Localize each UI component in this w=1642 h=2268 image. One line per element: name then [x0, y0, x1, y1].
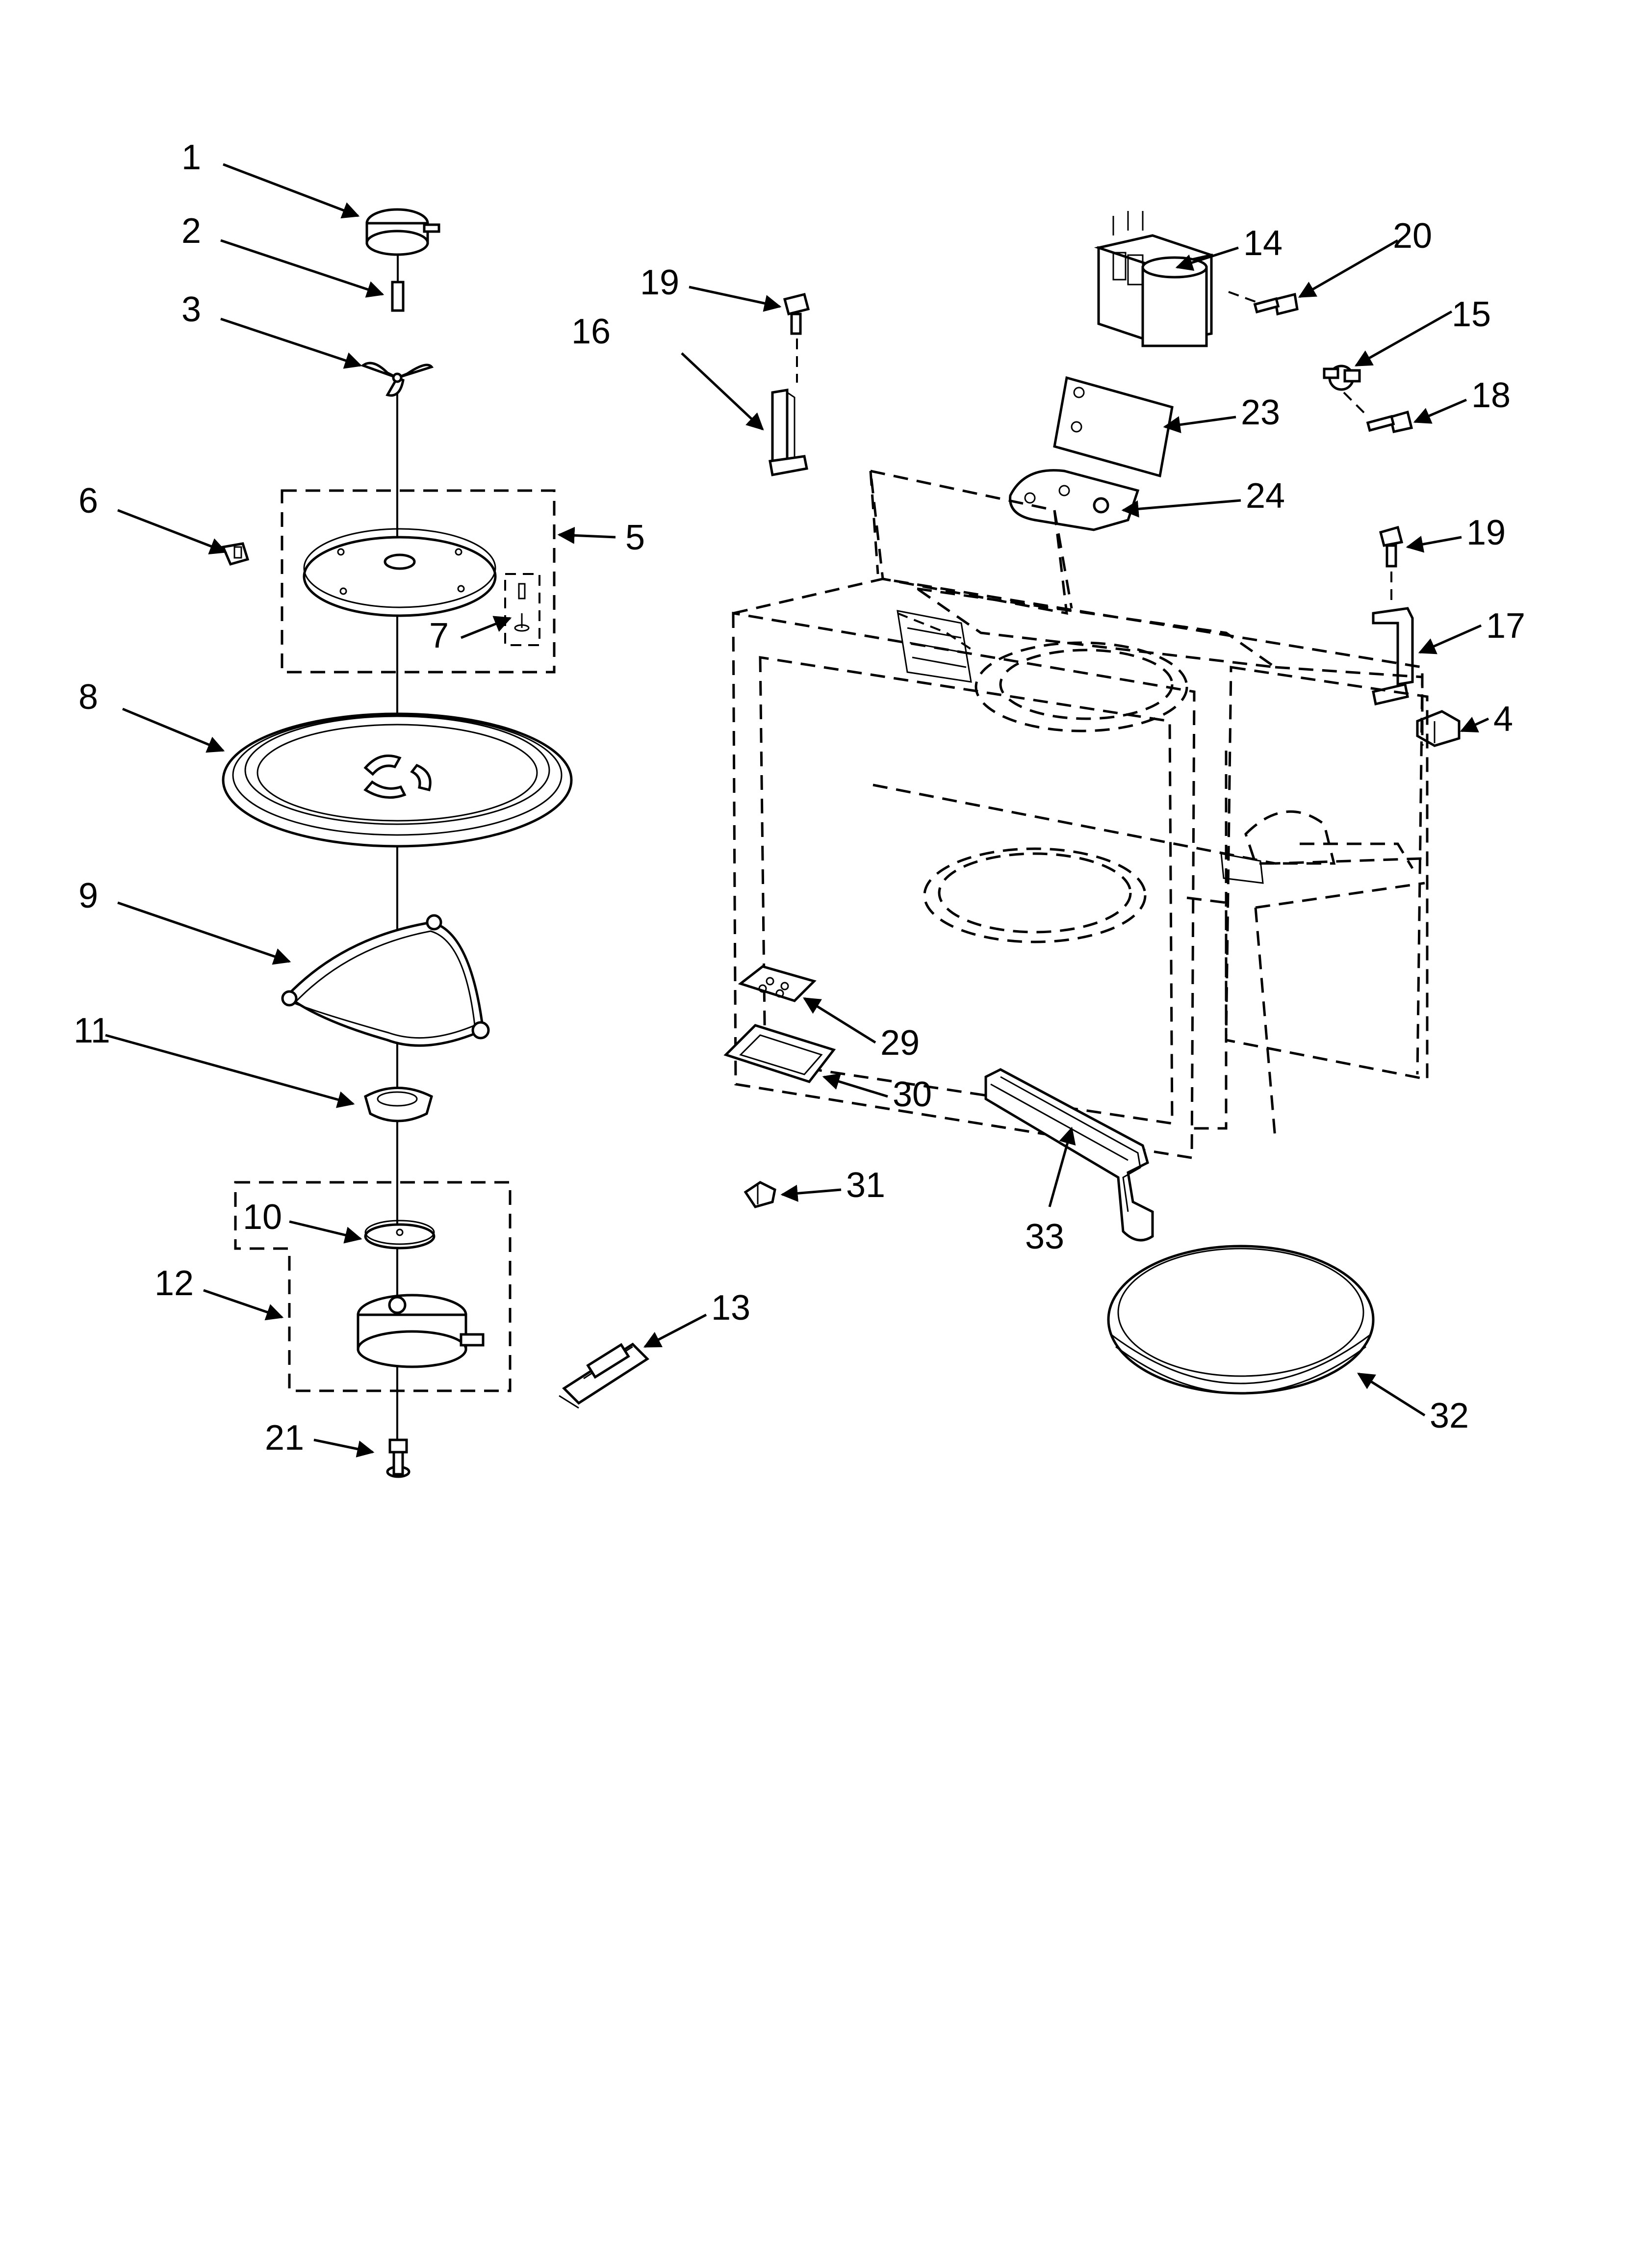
- callout-5: 5: [625, 518, 645, 557]
- part-10-washer: [364, 1220, 436, 1250]
- callout-9: 9: [78, 876, 98, 915]
- callout-20: 20: [1393, 216, 1432, 256]
- part-2-coupler: [391, 255, 405, 312]
- callout-labels: 1 2 3 4 5 6 7 8 9 10 11 12 13 14 15 16 1…: [74, 138, 1525, 1458]
- callout-4: 4: [1493, 700, 1513, 739]
- callout-1: 1: [181, 138, 201, 177]
- part-19-screw-right: [1379, 525, 1404, 568]
- group-5-box: [281, 489, 556, 674]
- callout-31: 31: [846, 1166, 885, 1205]
- group-7-box: [504, 573, 540, 646]
- part-30-filter: [723, 1024, 836, 1083]
- callout-8: 8: [78, 678, 98, 717]
- part-23-cover-plate: [1053, 376, 1174, 478]
- part-14-magnetron: [1094, 211, 1216, 347]
- callout-14: 14: [1243, 224, 1283, 263]
- part-33-duct: [984, 1068, 1154, 1242]
- callout-30: 30: [893, 1075, 932, 1114]
- callout-18: 18: [1471, 376, 1511, 415]
- part-32-round-dish: [1107, 1245, 1375, 1395]
- part-8-turntable-tray: [222, 712, 573, 848]
- part-16-bracket: [769, 389, 808, 476]
- part-7-screw-clip: [514, 583, 530, 632]
- part-3-stirrer-blade: [360, 362, 434, 397]
- callout-11: 11: [74, 1011, 110, 1050]
- callout-6: 6: [78, 481, 98, 521]
- microwave-cavity-outline: [732, 469, 1429, 1159]
- callout-24: 24: [1246, 476, 1285, 516]
- axis-15-18: [1343, 391, 1369, 418]
- callout-2: 2: [181, 211, 201, 251]
- part-15-thermostat: [1323, 365, 1361, 391]
- axis-14-20: [1228, 291, 1256, 303]
- callout-17: 17: [1486, 606, 1525, 646]
- callout-16: 16: [571, 312, 611, 351]
- callout-29: 29: [880, 1023, 920, 1063]
- callout-15: 15: [1452, 295, 1491, 334]
- callout-33: 33: [1025, 1217, 1064, 1256]
- part-31-clip: [744, 1181, 776, 1208]
- callout-19-upper: 19: [640, 263, 679, 302]
- part-4-clip: [1416, 710, 1461, 747]
- leader-lines: [105, 163, 1489, 1458]
- part-12-turntable-motor: [357, 1294, 485, 1368]
- callout-7: 7: [429, 616, 449, 655]
- callout-21: 21: [265, 1418, 304, 1458]
- vent-grille: [897, 610, 1264, 884]
- callout-32: 32: [1430, 1396, 1469, 1435]
- part-19-screw-upper: [783, 292, 810, 335]
- callout-12: 12: [154, 1264, 194, 1303]
- part-18-screw: [1366, 410, 1413, 433]
- part-5-stirrer-plate: [303, 528, 497, 617]
- part-20-screw: [1253, 292, 1299, 316]
- callout-23: 23: [1241, 393, 1280, 432]
- callout-19-right: 19: [1466, 513, 1506, 552]
- part-9-roller-ring: [281, 914, 490, 1047]
- part-13-switch-bracket: [559, 1342, 649, 1409]
- part-21-screw: [386, 1438, 410, 1478]
- part-1-stirrer-motor: [365, 208, 440, 256]
- part-29-label: [738, 965, 817, 1002]
- callout-10: 10: [243, 1198, 282, 1237]
- callout-3: 3: [181, 290, 201, 329]
- part-11-coupling: [364, 1087, 433, 1122]
- group-12-box: [234, 1181, 512, 1392]
- part-6-clip: [221, 542, 250, 566]
- callout-13: 13: [711, 1288, 750, 1328]
- part-17-bracket: [1372, 607, 1414, 706]
- part-24-bracket: [1009, 469, 1140, 531]
